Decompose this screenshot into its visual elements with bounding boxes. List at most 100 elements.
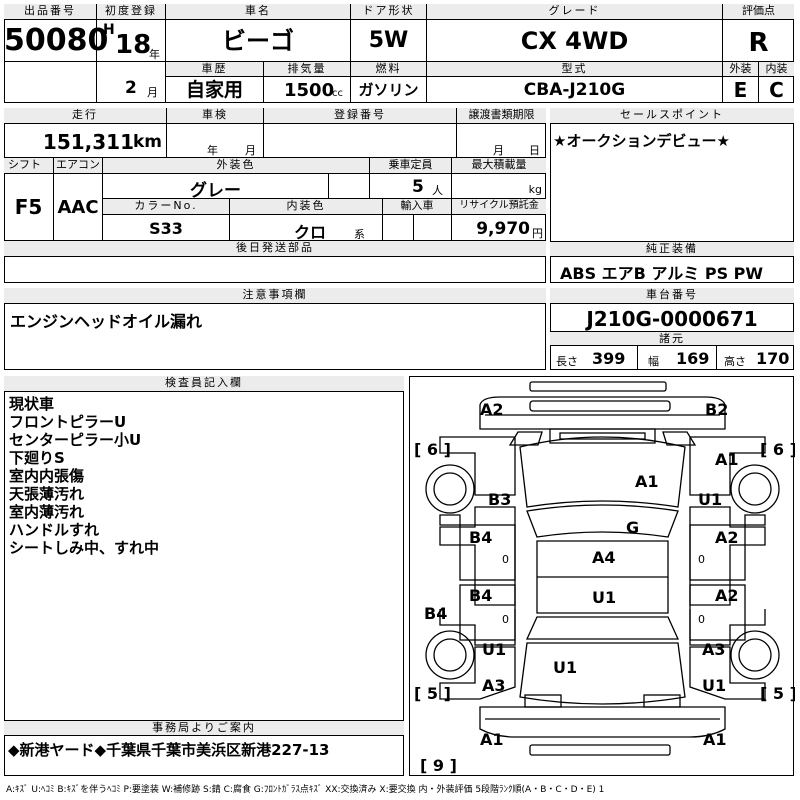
- mark-zero: 0: [502, 613, 509, 626]
- height: 170: [756, 349, 790, 368]
- inspection-label: 車検: [167, 108, 264, 124]
- grade-label: グレード: [427, 4, 723, 20]
- car-name: ビーゴ: [166, 20, 351, 62]
- mileage: 151,311: [42, 130, 134, 154]
- exterior-score: E: [723, 77, 759, 103]
- door-label: ドア形状: [351, 4, 427, 20]
- later-parts-label: 後日発送部品: [4, 241, 546, 257]
- capacity: 5: [412, 177, 424, 197]
- ac-label: エアコン: [54, 158, 103, 174]
- note-line: 現状車: [9, 395, 55, 413]
- mark-a2-left: A2: [480, 400, 504, 419]
- fuel-label: 燃料: [351, 62, 427, 77]
- mark-a3-rear-right: A3: [702, 640, 726, 659]
- displacement-label: 排気量: [264, 62, 351, 77]
- colorno-label: カラーNo.: [103, 199, 230, 215]
- rear-bumper: [479, 706, 726, 738]
- note-line: 室内薄汚れ: [9, 503, 85, 521]
- mark-g-glass: G: [626, 518, 639, 537]
- left-front-fender: [439, 436, 516, 496]
- first-reg-cell: H 18 年: [97, 20, 166, 62]
- tire-front-left: [425, 464, 475, 514]
- tire-rl-tread: [ 5 ]: [414, 684, 451, 703]
- caution-text: エンジンヘッドオイル漏れ: [10, 312, 203, 331]
- rear-glass: [525, 616, 680, 640]
- mark-zero: 0: [502, 553, 509, 566]
- capacity-label: 乗車定員: [370, 158, 452, 174]
- sales-text: ★オークションデビュー★: [553, 132, 730, 150]
- note-line: 室内内張傷: [9, 467, 85, 485]
- mark-u1-right: U1: [698, 490, 722, 509]
- mark-a2-front-right: A2: [715, 528, 739, 547]
- note-line: シートしみ中、すれ中: [9, 539, 160, 557]
- reg-month: 2: [125, 78, 137, 98]
- mark-b4-front-left: B4: [469, 528, 492, 547]
- front-bumper: [479, 396, 726, 430]
- tire-rear-right: [730, 630, 780, 680]
- hood: [519, 436, 686, 508]
- front-bumper-strip: [529, 381, 667, 392]
- sales-label: セールスポイント: [550, 108, 794, 124]
- mark-a1-hood: A1: [635, 472, 659, 491]
- displacement: 1500: [284, 80, 335, 101]
- width-label: 幅: [648, 355, 659, 368]
- mark-a3-rear-left: A3: [482, 676, 506, 695]
- mark-zero: 0: [698, 613, 705, 626]
- maxload-unit: kg: [528, 183, 542, 196]
- mark-a1-bottom-left: A1: [480, 730, 504, 749]
- capacity-unit: 人: [432, 184, 443, 197]
- score-label: 評価点: [723, 4, 794, 20]
- mileage-unit: km: [132, 132, 162, 152]
- transfer-day-unit: 日: [529, 144, 540, 157]
- reg-year: 18: [115, 30, 152, 60]
- right-front-door: [689, 524, 746, 581]
- note-line: ハンドルすれ: [9, 521, 100, 539]
- model-label: 型式: [427, 62, 723, 77]
- inspector-notes: 現状車 フロントピラーU センターピラー小U 下廻りS 室内内張傷 天張薄汚れ …: [9, 395, 159, 557]
- mark-b4-side: B4: [424, 604, 447, 623]
- mark-a1-front-right: A1: [715, 450, 739, 469]
- score: R: [723, 20, 794, 62]
- exterior-color: グレー: [190, 181, 241, 201]
- color-label: 外装色: [103, 158, 370, 174]
- mark-zero: 0: [698, 553, 705, 566]
- intcolor: クロ: [294, 223, 327, 242]
- note-line: 下廻りS: [9, 449, 65, 467]
- tailgate: [519, 642, 686, 705]
- regno-label: 登録番号: [264, 108, 457, 124]
- mark-a4-roof: A4: [592, 548, 616, 567]
- tire-fr-tread: [ 6 ]: [760, 440, 795, 459]
- chassis-number: J210G-0000671: [550, 304, 794, 332]
- dims-label: 諸元: [550, 332, 794, 346]
- width: 169: [676, 349, 710, 368]
- era: H: [103, 22, 115, 38]
- length: 399: [592, 349, 626, 368]
- length-label: 長さ: [556, 355, 578, 368]
- displacement-unit: cc: [332, 88, 343, 99]
- shift-label: シフト: [4, 158, 54, 174]
- history-label: 車歴: [166, 62, 264, 77]
- interior-label: 内装: [759, 62, 794, 77]
- door: 5W: [351, 20, 427, 62]
- tire-rr-tread: [ 5 ]: [760, 684, 795, 703]
- exterior-label: 外装: [723, 62, 759, 77]
- maxload-label: 最大積載量: [452, 158, 546, 174]
- note-line: 天張薄汚れ: [9, 485, 85, 503]
- lot-number-cell: 50080: [4, 20, 108, 62]
- regno-value: [264, 124, 457, 158]
- reg-month-unit: 月: [147, 86, 158, 99]
- tire-front-right: [730, 464, 780, 514]
- lot-label: 出品番号: [4, 4, 97, 20]
- history: 自家用: [166, 77, 264, 103]
- mark-u1-roof: U1: [592, 588, 616, 607]
- recycle-label: リサイクル預託金: [452, 199, 546, 215]
- left-front-door: [459, 524, 516, 581]
- mileage-label: 走行: [4, 108, 167, 124]
- note-line: センターピラー小U: [9, 431, 142, 449]
- rear-bumper-strip: [529, 744, 671, 756]
- colorno: S33: [103, 215, 230, 241]
- mark-b4-rear-left: B4: [469, 586, 492, 605]
- mark-u1-rear-right: U1: [702, 676, 726, 695]
- legend: A:ｷｽﾞ U:ﾍｺﾐ B:ｷｽﾞを伴うﾍｺﾐ P:要塗装 W:補修跡 S:錆 …: [6, 785, 605, 795]
- intcolor-unit: 系: [354, 228, 365, 241]
